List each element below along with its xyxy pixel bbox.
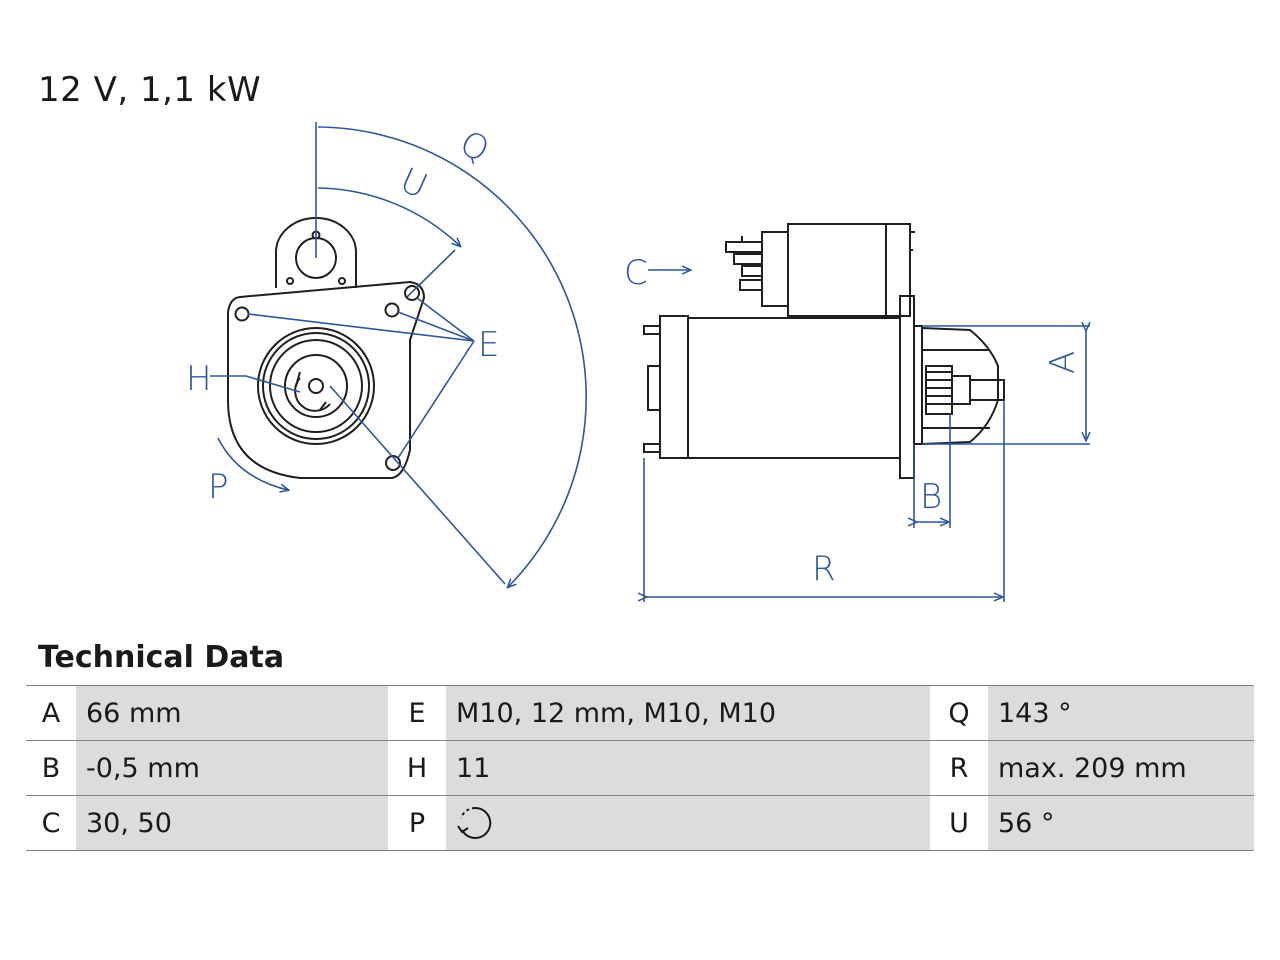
angle-q-arc: [317, 126, 587, 587]
pinion-nose: [921, 327, 999, 445]
front-flange: [227, 280, 426, 479]
label-c: C: [624, 253, 648, 293]
spec-title: 12 V, 1,1 kW: [38, 70, 262, 110]
key-r: R: [930, 740, 988, 796]
starter-motor-drawing: Q U E H P C A B R: [186, 122, 1280, 602]
front-view: [227, 217, 426, 479]
label-a: A: [1043, 351, 1083, 374]
label-q: Q: [453, 123, 495, 171]
side-dimensions: [644, 270, 1090, 602]
rear-cap: [659, 315, 689, 459]
value-r: max. 209 mm: [988, 740, 1254, 796]
value-a: 66 mm: [76, 685, 388, 741]
value-u: 56 °: [988, 795, 1254, 851]
label-e: E: [478, 325, 499, 365]
value-q: 143 °: [988, 685, 1254, 741]
key-a: A: [26, 685, 76, 741]
value-h: 11: [446, 740, 930, 796]
key-u: U: [930, 795, 988, 851]
key-e: E: [388, 685, 446, 741]
value-b: -0,5 mm: [76, 740, 388, 796]
key-q: Q: [930, 685, 988, 741]
rotation-p-arc: [217, 437, 288, 490]
solenoid-cap: [761, 231, 789, 307]
technical-data-table: A 66 mm E M10, 12 mm, M10, M10 Q 143 ° B…: [26, 685, 1254, 851]
motor-body: [687, 317, 901, 459]
value-e: M10, 12 mm, M10, M10: [446, 685, 930, 741]
value-p: [446, 795, 930, 851]
value-c: 30, 50: [76, 795, 388, 851]
angle-u-arc: [317, 187, 460, 246]
table-row: A 66 mm E M10, 12 mm, M10, M10 Q 143 °: [26, 685, 1254, 741]
table-row: C 30, 50 P U 56 °: [26, 795, 1254, 851]
label-h: H: [186, 359, 212, 399]
front-dimensions: [210, 122, 587, 587]
label-u: U: [394, 160, 433, 207]
side-view: [643, 223, 1005, 479]
solenoid-body: [787, 223, 911, 317]
side-flange: [899, 295, 915, 479]
table-row: B -0,5 mm H 11 R max. 209 mm: [26, 740, 1254, 796]
key-c: C: [26, 795, 76, 851]
key-b: B: [26, 740, 76, 796]
rotation-clockwise-icon: [457, 806, 492, 839]
label-b: B: [920, 477, 942, 517]
key-p: P: [388, 795, 446, 851]
technical-data-heading: Technical Data: [38, 640, 285, 675]
key-h: H: [388, 740, 446, 796]
label-p: P: [208, 467, 229, 507]
label-r: R: [812, 549, 836, 589]
